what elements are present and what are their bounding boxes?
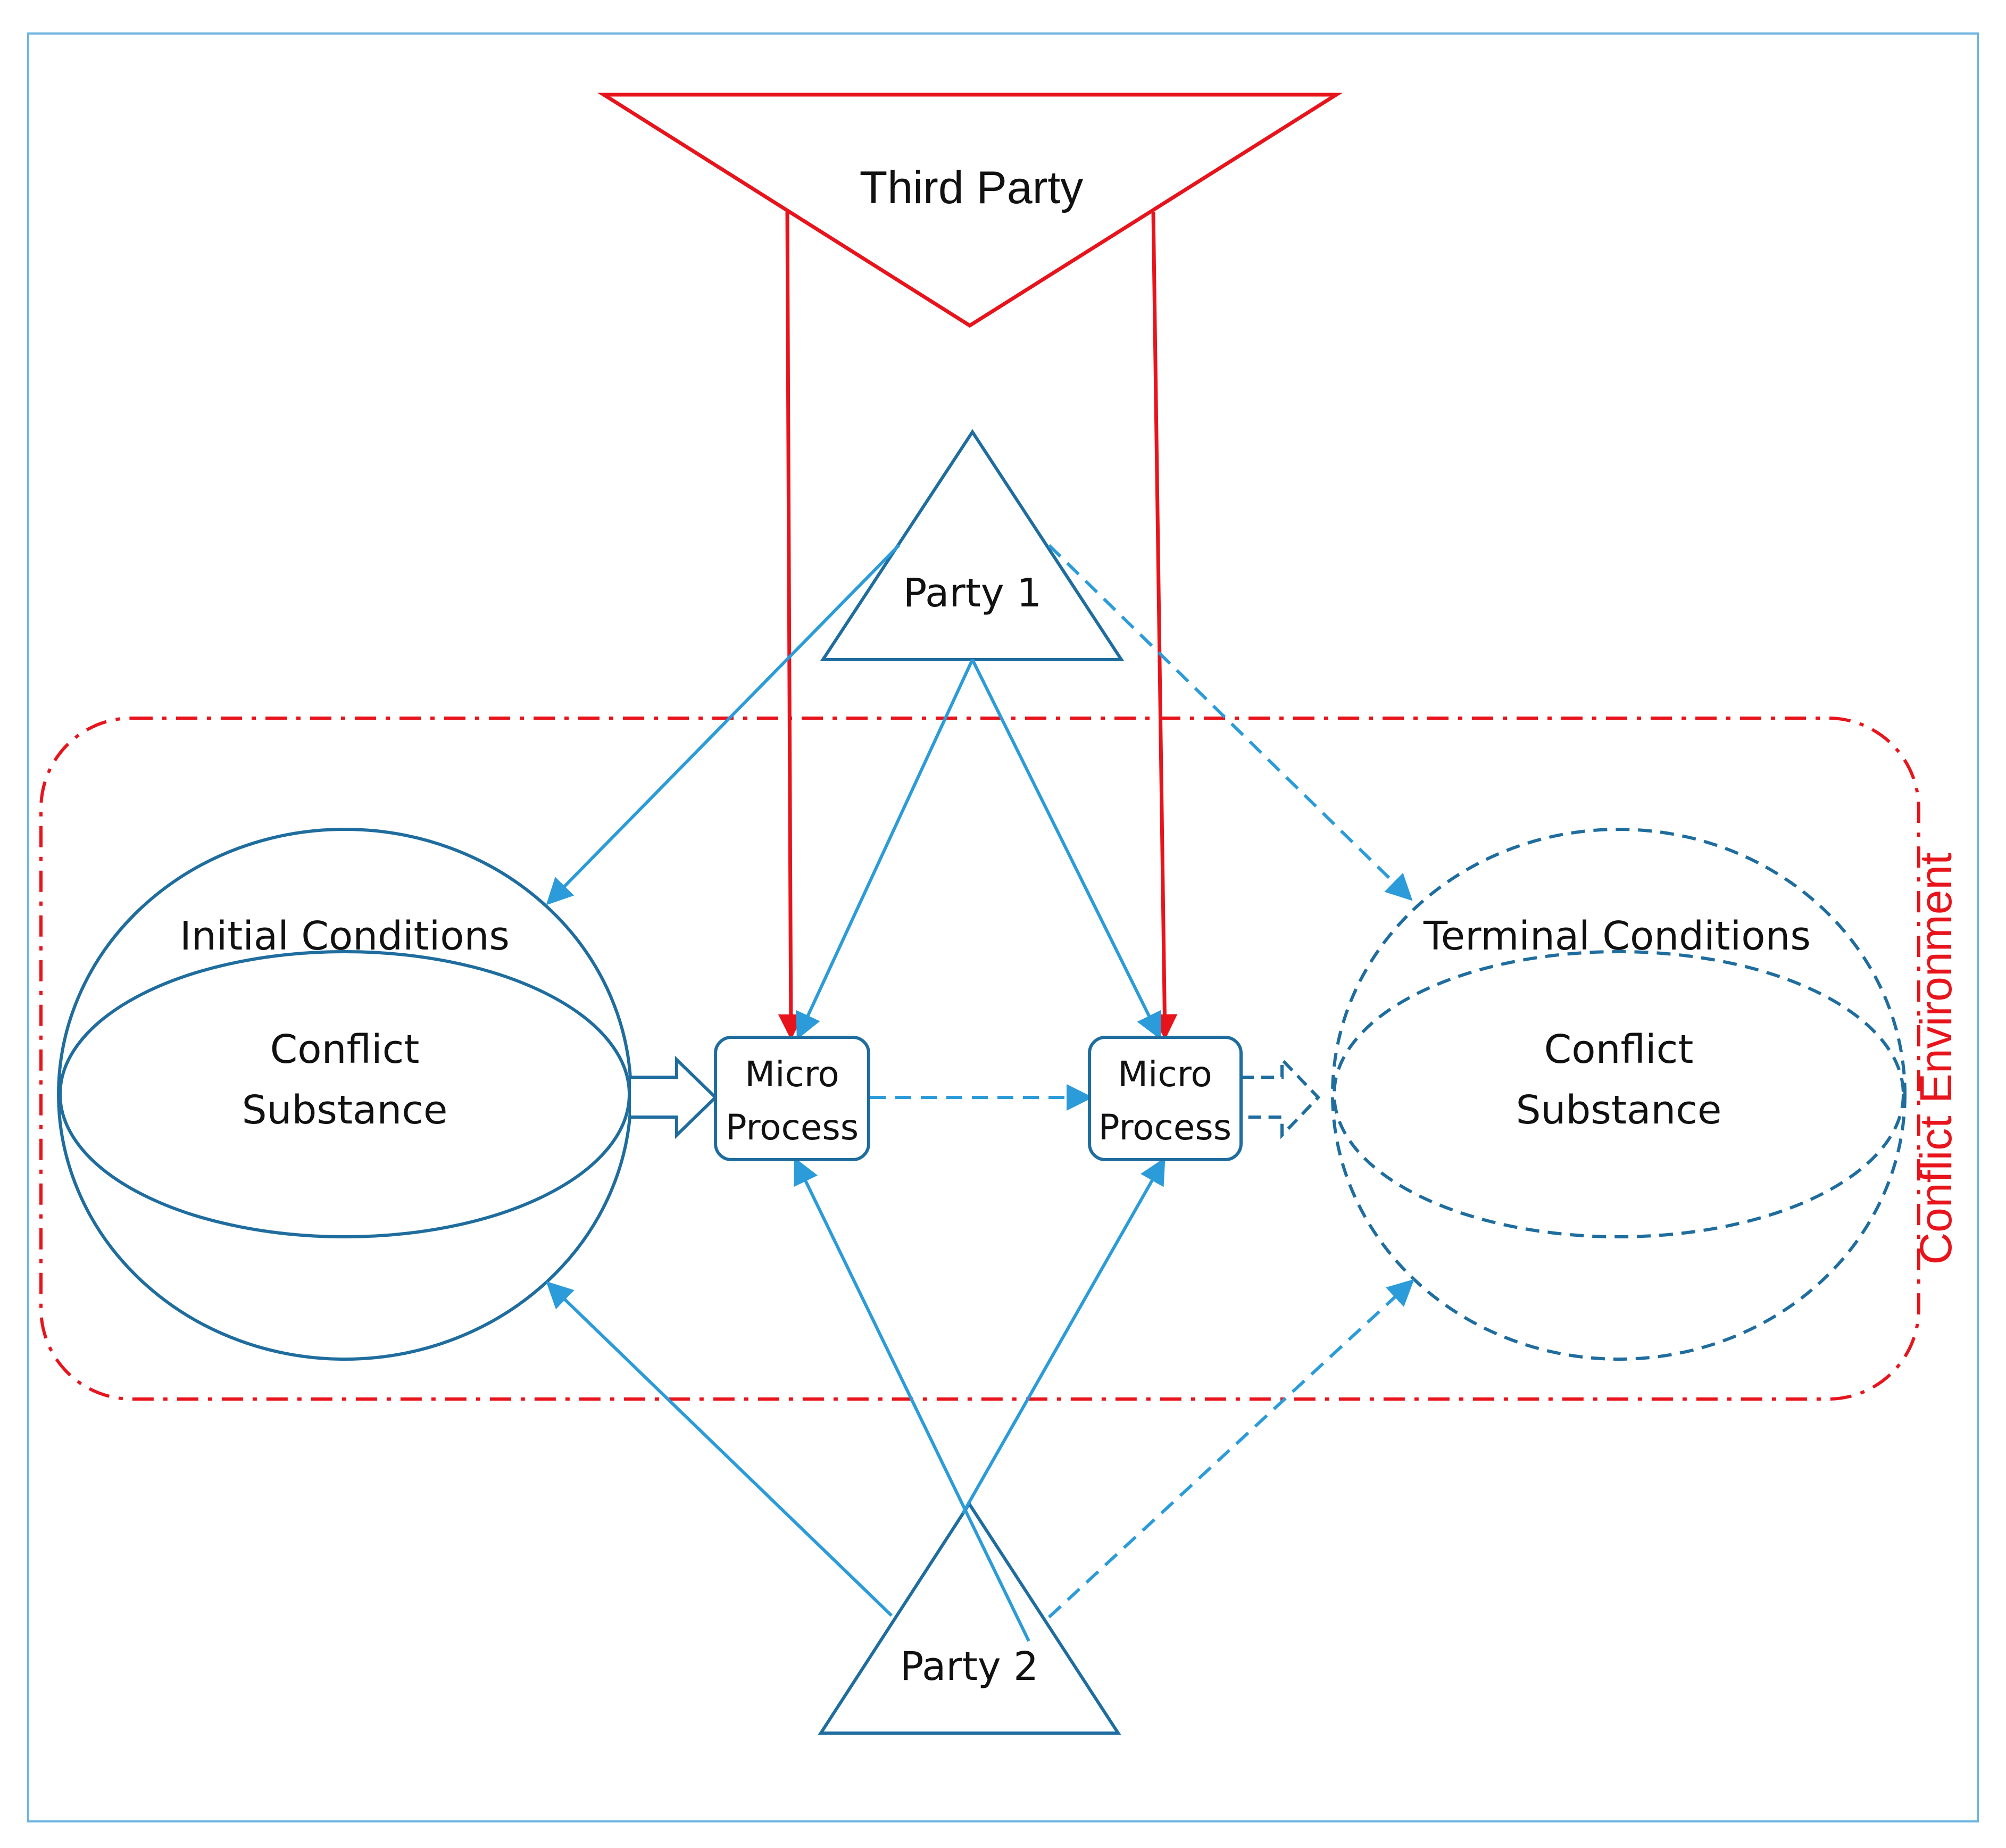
- dashed-arrow-party1-to-terminal: [1047, 544, 1413, 901]
- initial-conditions-title: Initial Conditions: [180, 913, 510, 959]
- third-party-triangle: [597, 93, 1343, 328]
- initial-conflict-substance-ellipse: [59, 950, 631, 1238]
- red-arrow-third-party-to-micro-1: [778, 211, 804, 1040]
- micro-process-1-line2: Process: [726, 1107, 859, 1148]
- arrow-party2-to-micro-1: [794, 1157, 1030, 1642]
- arrow-party2-to-initial: [546, 1281, 893, 1617]
- arrow-party1-to-micro-2: [971, 659, 1161, 1040]
- micro-process-2-line2: Process: [1098, 1107, 1231, 1148]
- block-arrow-initial-to-micro-1: [631, 1055, 718, 1139]
- arrow-party1-to-initial: [546, 544, 901, 905]
- micro-process-2-box: [1088, 1036, 1243, 1161]
- party-1-triangle: [820, 429, 1125, 661]
- third-party-label: Third Party: [860, 162, 1084, 213]
- initial-conflict-substance-line1: Conflict: [270, 1027, 420, 1072]
- dashed-block-arrow-micro-2-to-terminal: [1241, 1055, 1321, 1139]
- red-arrow-third-party-to-micro-2: [1151, 211, 1178, 1040]
- conflict-environment-boundary: [39, 717, 1920, 1401]
- initial-conflict-substance-line2: Substance: [242, 1087, 448, 1133]
- terminal-conflict-substance-line1: Conflict: [1544, 1027, 1694, 1072]
- conflict-environment-label: Conflict Environment: [1911, 853, 1961, 1265]
- dashed-arrow-party2-to-terminal: [1047, 1279, 1414, 1619]
- party-2-triangle: [818, 1501, 1121, 1735]
- terminal-conditions-title: Terminal Conditions: [1423, 913, 1811, 959]
- terminal-conflict-substance-ellipse: [1333, 950, 1905, 1238]
- micro-process-2-line1: Micro: [1118, 1054, 1212, 1095]
- outer-frame: [27, 32, 1979, 1822]
- micro-process-1-box: [714, 1036, 870, 1161]
- party-1-label: Party 1: [903, 570, 1042, 616]
- arrow-party2-to-micro-2: [961, 1157, 1166, 1514]
- arrow-party1-to-micro-1: [796, 659, 974, 1040]
- micro-process-1-line1: Micro: [745, 1054, 839, 1095]
- party-2-label: Party 2: [900, 1644, 1038, 1689]
- terminal-conflict-substance-line2: Substance: [1516, 1087, 1722, 1133]
